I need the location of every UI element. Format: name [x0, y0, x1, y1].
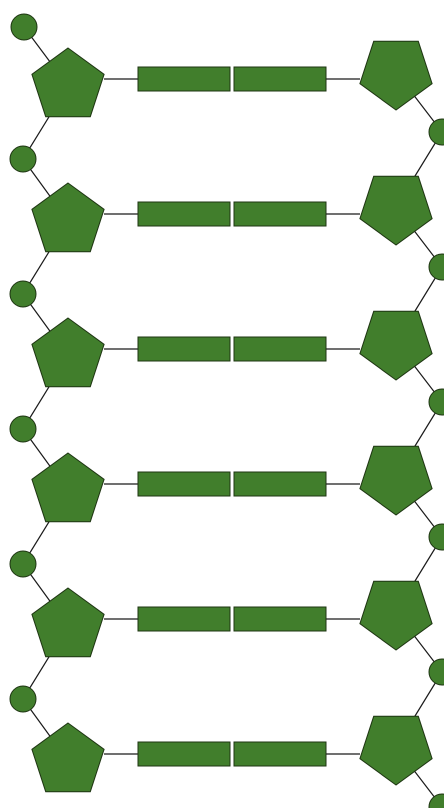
left-phosphate-circle: [10, 551, 36, 577]
right-sugar-pentagon: [360, 311, 432, 380]
left-phosphate-circle: [10, 146, 36, 172]
right-phosphate-circle: [429, 254, 444, 280]
base-left: [138, 472, 230, 496]
base-left: [138, 607, 230, 631]
base-right: [234, 742, 326, 766]
right-sugar-pentagon: [360, 716, 432, 785]
base-right: [234, 472, 326, 496]
left-sugar-pentagon: [32, 183, 104, 252]
left-phosphate-circle: [10, 281, 36, 307]
left-phosphate-circle: [10, 686, 36, 712]
left-sugar-pentagon: [32, 318, 104, 387]
right-sugar-pentagon: [360, 446, 432, 515]
right-sugar-pentagon: [360, 41, 432, 110]
right-phosphate-circle: [429, 524, 444, 550]
base-left: [138, 202, 230, 226]
right-phosphate-circle: [429, 119, 444, 145]
base-pair-rungs: [104, 67, 360, 766]
left-sugar-pentagon: [32, 48, 104, 117]
right-sugar-pentagon: [360, 581, 432, 650]
base-right: [234, 202, 326, 226]
backbone-nodes: [10, 14, 444, 808]
right-phosphate-circle: [429, 794, 444, 808]
right-phosphate-circle: [429, 389, 444, 415]
right-sugar-pentagon: [360, 176, 432, 245]
backbone-lines: [23, 27, 442, 807]
base-left: [138, 67, 230, 91]
left-sugar-pentagon: [32, 453, 104, 522]
base-right: [234, 337, 326, 361]
base-right: [234, 67, 326, 91]
left-phosphate-circle: [10, 416, 36, 442]
right-phosphate-circle: [429, 659, 444, 685]
base-left: [138, 337, 230, 361]
base-right: [234, 607, 326, 631]
left-sugar-pentagon: [32, 723, 104, 792]
base-left: [138, 742, 230, 766]
left-sugar-pentagon: [32, 588, 104, 657]
left-phosphate-circle: [11, 14, 37, 40]
